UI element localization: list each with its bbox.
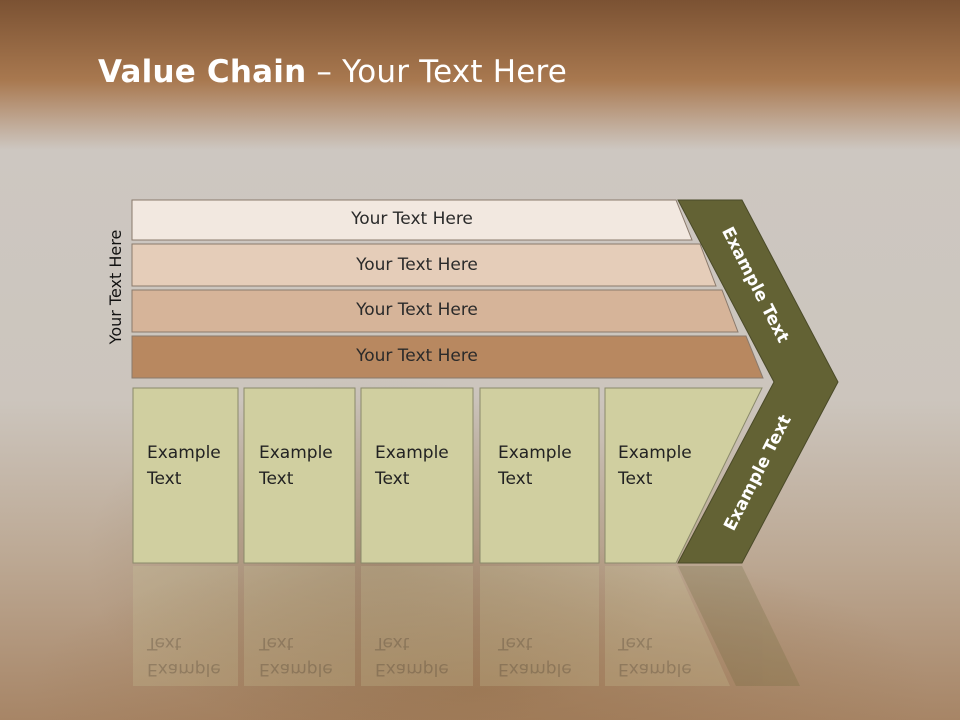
slide-title: Value Chain – Your Text Here bbox=[98, 54, 567, 90]
chevron-reflection bbox=[678, 566, 800, 686]
row-bar-1 bbox=[131, 199, 693, 241]
box-reflection-label-4-line1: Example bbox=[498, 659, 572, 679]
box-label-3-line1: Example bbox=[375, 443, 449, 463]
box-1 bbox=[132, 387, 239, 564]
reflection bbox=[133, 566, 800, 686]
box-reflection-label-1-line1: Example bbox=[147, 659, 221, 679]
box-label-4-line1: Example bbox=[498, 443, 572, 463]
chevron-arrow bbox=[677, 199, 839, 564]
box-2-reflection bbox=[244, 566, 355, 686]
row-label-4: Your Text Here bbox=[356, 346, 478, 366]
box-reflection-label-2: Example Text bbox=[259, 630, 333, 682]
row-bar-3 bbox=[131, 289, 739, 333]
title-bold: Value Chain bbox=[98, 54, 307, 90]
box-reflection-label-1-line2: Text bbox=[147, 633, 182, 653]
box-reflection-label-3-line2: Text bbox=[375, 633, 410, 653]
box-reflection-label-2-line1: Example bbox=[259, 659, 333, 679]
box-reflection-label-5: Example Text bbox=[618, 630, 692, 682]
box-label-4-line2: Text bbox=[498, 469, 533, 489]
box-label-2-line2: Text bbox=[259, 469, 294, 489]
row-bar-4 bbox=[131, 335, 764, 379]
box-1-reflection bbox=[133, 566, 238, 686]
box-label-5-line2: Text bbox=[618, 469, 653, 489]
row-label-1: Your Text Here bbox=[351, 209, 473, 229]
box-label-5-line1: Example bbox=[618, 443, 692, 463]
box-reflection-label-5-line1: Example bbox=[618, 659, 692, 679]
box-label-1-line1: Example bbox=[147, 443, 221, 463]
box-label-1-line2: Text bbox=[147, 469, 182, 489]
box-3-reflection bbox=[361, 566, 473, 686]
box-4-reflection bbox=[480, 566, 599, 686]
box-reflection-label-2-line2: Text bbox=[259, 633, 294, 653]
title-rest: – Your Text Here bbox=[306, 54, 568, 90]
box-2 bbox=[243, 387, 356, 564]
box-3 bbox=[360, 387, 474, 564]
box-label-2-line1: Example bbox=[259, 443, 333, 463]
box-5 bbox=[604, 387, 763, 564]
box-reflection-label-3-line1: Example bbox=[375, 659, 449, 679]
box-5-reflection bbox=[605, 566, 730, 686]
box-reflection-label-4: Example Text bbox=[498, 630, 572, 682]
row-label-2: Your Text Here bbox=[356, 255, 478, 275]
row-label-3: Your Text Here bbox=[356, 300, 478, 320]
box-reflection-label-3: Example Text bbox=[375, 630, 449, 682]
box-reflection-label-1: Example Text bbox=[147, 630, 221, 682]
row-bar-2 bbox=[131, 243, 717, 287]
box-reflection-label-5-line2: Text bbox=[618, 633, 653, 653]
box-reflection-label-4-line2: Text bbox=[498, 633, 533, 653]
box-4 bbox=[479, 387, 600, 564]
box-label-3-line2: Text bbox=[375, 469, 410, 489]
